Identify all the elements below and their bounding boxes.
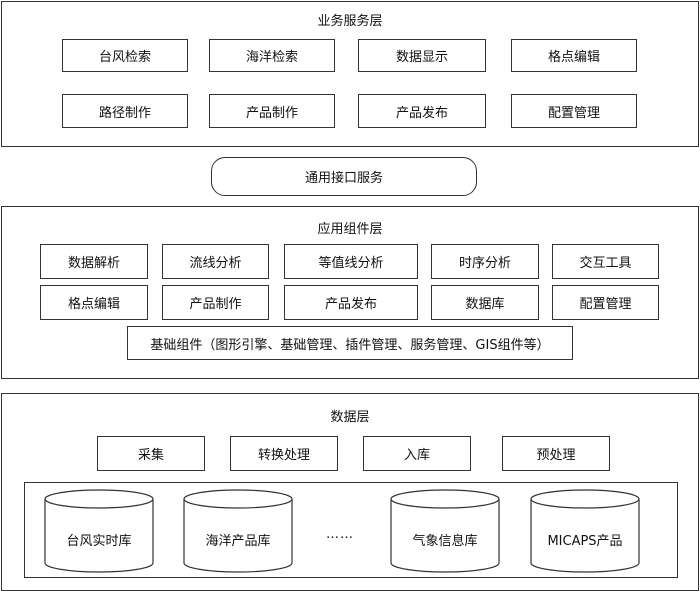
typhoon-realtime-db-label: 台风实时库 — [66, 534, 132, 549]
micaps-product-db-label: MICAPS产品 — [547, 534, 623, 549]
process-box-conversion: 转换处理 — [230, 436, 338, 471]
business-box-product-release: 产品发布 — [358, 94, 486, 128]
process-box-collection: 采集 — [97, 436, 205, 471]
component-box-contour-analysis: 等值线分析 — [284, 244, 418, 279]
business-box-product-making: 产品制作 — [209, 94, 335, 128]
micaps-product-db-cylinder — [530, 489, 640, 573]
meteorological-info-db-cylinder — [390, 489, 500, 573]
component-box-product-release: 产品发布 — [284, 285, 418, 320]
component-box-data-parsing: 数据解析 — [40, 244, 148, 279]
ocean-product-db-cylinder — [183, 489, 293, 573]
business-box-track-making: 路径制作 — [62, 94, 188, 128]
business-box-grid-edit: 格点编辑 — [511, 39, 637, 72]
component-layer-title: 应用组件层 — [317, 222, 383, 237]
component-box-interaction-tools: 交互工具 — [552, 244, 659, 279]
ocean-product-db-label: 海洋产品库 — [205, 534, 271, 549]
business-box-typhoon-search: 台风检索 — [62, 39, 188, 72]
more-databases-ellipsis: …… — [326, 527, 354, 542]
business-box-ocean-search: 海洋检索 — [209, 39, 335, 72]
typhoon-realtime-db-cylinder — [44, 489, 154, 573]
process-box-preprocessing: 预处理 — [502, 436, 610, 471]
business-layer-title: 业务服务层 — [317, 14, 383, 29]
foundation-components-box: 基础组件（图形引擎、基础管理、插件管理、服务管理、GIS组件等） — [127, 326, 573, 360]
process-box-storage: 入库 — [363, 436, 471, 471]
business-box-data-display: 数据显示 — [358, 39, 486, 72]
data-layer-title: 数据层 — [330, 410, 370, 425]
component-box-grid-edit: 格点编辑 — [40, 285, 148, 320]
common-interface-service: 通用接口服务 — [211, 157, 477, 196]
meteorological-info-db-label: 气象信息库 — [412, 534, 478, 549]
component-box-database: 数据库 — [431, 285, 539, 320]
component-box-config-management: 配置管理 — [552, 285, 659, 320]
business-box-config-management: 配置管理 — [511, 94, 637, 128]
component-box-product-making: 产品制作 — [162, 285, 269, 320]
component-box-timeseries-analysis: 时序分析 — [431, 244, 539, 279]
component-box-streamline-analysis: 流线分析 — [162, 244, 269, 279]
